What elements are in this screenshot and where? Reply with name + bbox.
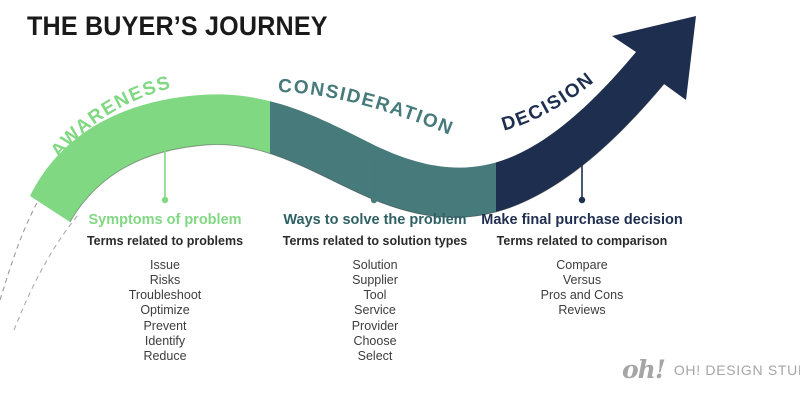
brand-logo: oh! OH! DESIGN STUDIO™ bbox=[622, 357, 800, 382]
list-item: Issue bbox=[150, 257, 180, 272]
list-item: Compare bbox=[556, 257, 608, 272]
stage-subheading-decision: Terms related to comparison bbox=[496, 233, 668, 248]
list-item: Versus bbox=[562, 272, 602, 287]
list-item: Supplier bbox=[352, 272, 398, 287]
list-item: Risks bbox=[149, 272, 181, 287]
stage-column-awareness: Symptoms of problem Terms related to pro… bbox=[35, 212, 295, 364]
logo-wordmark-text: OH! DESIGN STUDIO bbox=[673, 361, 800, 378]
logo-wordmark: OH! DESIGN STUDIO™ bbox=[674, 362, 800, 378]
stage-subheading-consideration: Terms related to solution types bbox=[282, 233, 468, 248]
stage-heading-awareness: Symptoms of problem bbox=[88, 212, 242, 228]
list-item: Optimize bbox=[140, 303, 190, 318]
list-item: Troubleshoot bbox=[128, 288, 202, 303]
connector-awareness bbox=[161, 146, 169, 204]
list-item: Reviews bbox=[558, 303, 606, 318]
stage-subheading-awareness: Terms related to problems bbox=[86, 233, 244, 248]
list-item: Identify bbox=[144, 333, 186, 348]
arrow-lower-edge bbox=[69, 83, 665, 223]
list-item: Reduce bbox=[143, 348, 187, 363]
connector-consideration bbox=[370, 157, 378, 204]
arrow-tail-dashed bbox=[0, 189, 45, 301]
list-item: Tool bbox=[363, 288, 387, 303]
stage-heading-consideration: Ways to solve the problem bbox=[283, 212, 467, 228]
stage-heading-decision: Make final purchase decision bbox=[481, 212, 683, 228]
list-item: Prevent bbox=[143, 318, 187, 333]
list-item: Choose bbox=[353, 333, 397, 348]
list-item: Solution bbox=[352, 257, 398, 272]
stage-column-consideration: Ways to solve the problem Terms related … bbox=[245, 212, 505, 364]
band-segment-decision bbox=[496, 16, 696, 222]
arrow-tail-dashed-inner bbox=[13, 214, 79, 331]
list-item: Provider bbox=[351, 318, 399, 333]
stage-column-decision: Make final purchase decision Terms relat… bbox=[452, 212, 712, 319]
keyword-list-decision: Compare Versus Pros and Cons Reviews bbox=[452, 258, 712, 319]
connector-decision bbox=[578, 142, 586, 204]
list-item: Service bbox=[354, 303, 396, 318]
keyword-list-awareness: Issue Risks Troubleshoot Optimize Preven… bbox=[35, 258, 295, 364]
list-item: Pros and Cons bbox=[540, 288, 624, 303]
page-title: THE BUYER’S JOURNEY bbox=[27, 11, 328, 41]
list-item: Select bbox=[357, 348, 393, 363]
oh-logo-mark: oh! bbox=[622, 355, 666, 384]
keyword-list-consideration: Solution Supplier Tool Service Provider … bbox=[245, 258, 505, 364]
